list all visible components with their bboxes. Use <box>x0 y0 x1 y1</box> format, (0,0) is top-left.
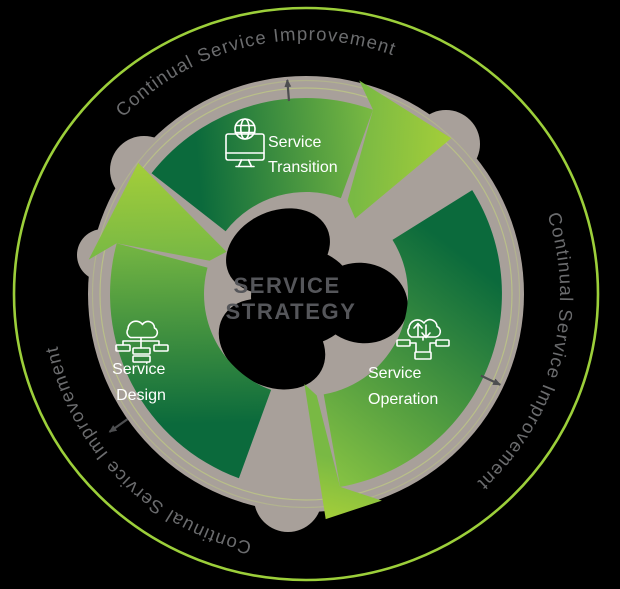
monitor-globe-icon <box>225 118 265 168</box>
server-bottom <box>414 351 432 360</box>
direction-arrows <box>108 79 502 433</box>
outer-ring-circle <box>12 6 600 582</box>
center-label-line1: SERVICE <box>233 273 340 298</box>
cycle-arrowhead-bottom <box>304 384 382 520</box>
network-lines <box>122 337 160 349</box>
phase-operation-line1: Service <box>368 365 421 382</box>
connector-lines <box>409 336 437 353</box>
upload-arrow <box>413 322 423 337</box>
node-left <box>115 344 131 352</box>
phase-transition-line2: Transition <box>268 159 338 176</box>
center-label-line2: STRATEGY <box>226 299 357 324</box>
cycle-band-right <box>323 190 502 487</box>
phase-transition-label: Service Transition <box>268 134 338 176</box>
center-blob-lobe-bottom <box>218 298 326 390</box>
monitor-stand <box>235 159 255 168</box>
server-stack-top <box>132 347 151 355</box>
phase-icons <box>115 118 450 363</box>
cycle-arrowhead-top-right <box>347 80 452 219</box>
node-right <box>153 344 169 352</box>
phase-design-line1: Service <box>112 361 165 378</box>
center-blob-lobe-top <box>226 208 330 294</box>
phase-design-line2: Design <box>116 387 166 404</box>
direction-arrow-right <box>480 374 502 386</box>
phase-labels: Service Transition Service Operation Ser… <box>112 134 438 408</box>
globe-meridian <box>240 118 250 140</box>
cloud-network-servers-icon <box>115 320 169 363</box>
monitor-screen <box>225 133 265 161</box>
center-label: SERVICE STRATEGY <box>226 273 357 324</box>
phase-operation-line2: Operation <box>368 391 438 408</box>
cycle-band-left <box>110 243 272 479</box>
cloud-outline <box>126 320 159 339</box>
deco-lines <box>91 79 521 509</box>
phase-operation-label: Service Operation <box>368 365 438 408</box>
phase-design-label: Service Design <box>112 361 170 404</box>
cycle-band-top <box>151 97 373 232</box>
cycle-arrowhead-left <box>88 162 227 261</box>
center-blob <box>218 208 408 390</box>
cloud-transfer-servers-icon <box>396 318 450 360</box>
deco-line-inner <box>99 87 513 501</box>
center-blob-lobe-right <box>316 262 408 344</box>
server-stack-bottom <box>132 355 151 363</box>
direction-arrow-bottom-left <box>108 418 129 433</box>
globe-parallels <box>234 124 256 134</box>
download-arrow <box>421 324 431 339</box>
direction-arrow-top <box>284 79 292 102</box>
cloud-outline <box>407 318 442 338</box>
deco-line-outer <box>91 79 521 509</box>
phase-transition-line1: Service <box>268 134 321 151</box>
